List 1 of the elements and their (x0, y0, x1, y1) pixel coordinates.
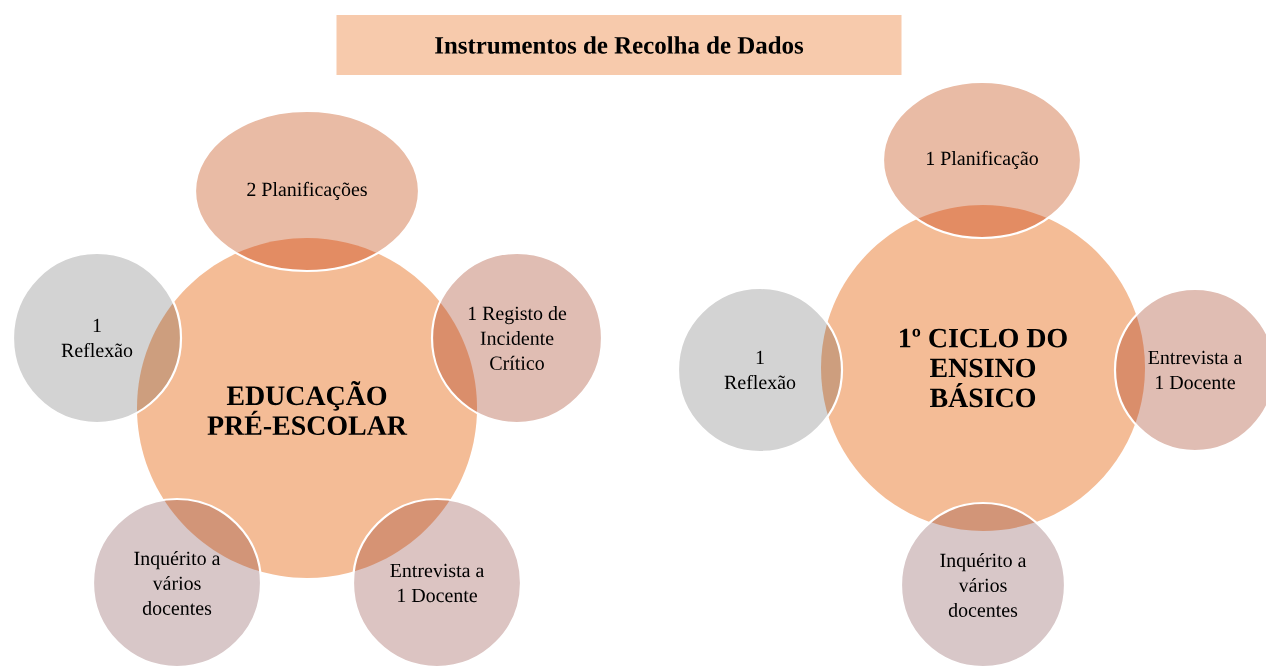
title-box: Instrumentos de Recolha de Dados (336, 15, 902, 75)
